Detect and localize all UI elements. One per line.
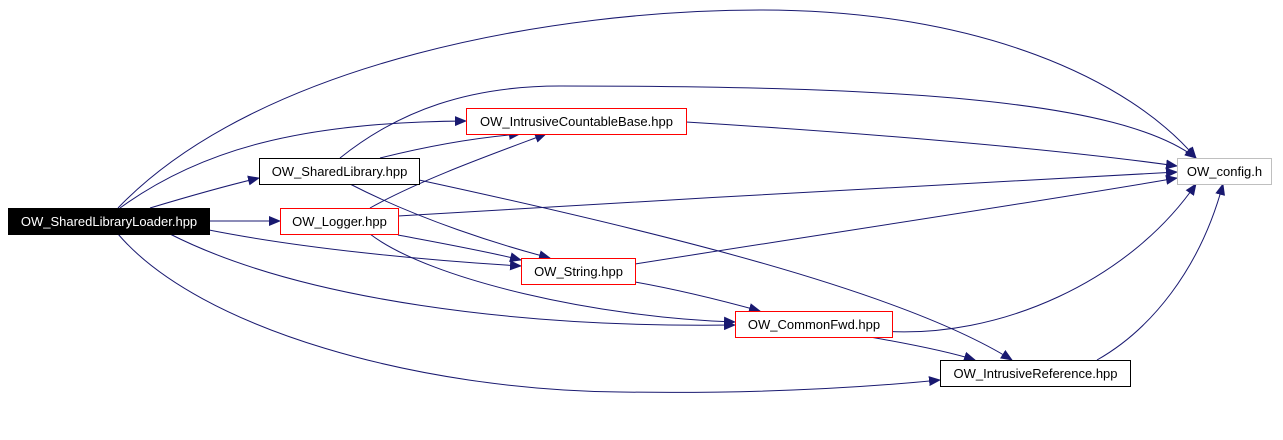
edge-logger-to-string <box>397 234 522 263</box>
node-label: OW_IntrusiveCountableBase.hpp <box>480 114 673 129</box>
node-loader[interactable]: OW_SharedLibraryLoader.hpp <box>8 208 210 235</box>
node-label: OW_SharedLibraryLoader.hpp <box>21 214 197 229</box>
edge-shared-to-config <box>339 85 1197 159</box>
edge-commonfwd-to-iref <box>869 336 976 362</box>
node-box <box>735 311 893 338</box>
node-label: OW_SharedLibrary.hpp <box>272 164 408 179</box>
edge-commonfwd-to-config <box>879 183 1197 333</box>
edge-loader-to-shared <box>149 175 260 209</box>
nodes: OW_SharedLibraryLoader.hpp OW_SharedLibra… <box>8 108 1272 387</box>
edge-logger-to-commonfwd <box>369 233 736 327</box>
node-box <box>8 208 210 235</box>
edge-loader-to-commonfwd <box>169 233 736 331</box>
node-config[interactable]: OW_config.h <box>1177 158 1272 185</box>
edge-loader-to-icb <box>119 116 467 209</box>
node-label: OW_Logger.hpp <box>292 214 387 229</box>
edge-loader-to-string <box>208 229 522 271</box>
node-commonfwd[interactable]: OW_CommonFwd.hpp <box>735 311 893 338</box>
edge-logger-to-config <box>397 167 1178 217</box>
node-shared[interactable]: OW_SharedLibrary.hpp <box>259 158 420 185</box>
node-box <box>940 360 1131 387</box>
node-box <box>521 258 636 285</box>
node-iref[interactable]: OW_IntrusiveReference.hpp <box>940 360 1131 387</box>
edge-logger-to-icb <box>369 133 547 209</box>
edge-shared-to-icb <box>379 129 521 159</box>
edge-loader-to-iref <box>117 233 941 393</box>
node-label: OW_IntrusiveReference.hpp <box>953 366 1117 381</box>
node-box <box>259 158 420 185</box>
edges <box>117 9 1225 393</box>
edge-shared-to-iref <box>418 179 1013 361</box>
node-box <box>280 208 399 235</box>
node-string[interactable]: OW_String.hpp <box>521 258 636 285</box>
node-label: OW_String.hpp <box>534 264 623 279</box>
edge-string-to-commonfwd <box>634 281 761 313</box>
node-label: OW_config.h <box>1187 164 1262 179</box>
node-label: OW_CommonFwd.hpp <box>748 317 880 332</box>
edge-string-to-config <box>634 174 1178 265</box>
node-logger[interactable]: OW_Logger.hpp <box>280 208 399 235</box>
node-box <box>1177 158 1272 185</box>
edge-shared-to-string <box>349 183 551 261</box>
edge-loader-to-config <box>117 9 1197 209</box>
node-box <box>466 108 687 135</box>
edge-icb-to-config <box>685 121 1178 170</box>
edge-iref-to-config <box>1096 183 1225 361</box>
node-icb[interactable]: OW_IntrusiveCountableBase.hpp <box>466 108 687 135</box>
